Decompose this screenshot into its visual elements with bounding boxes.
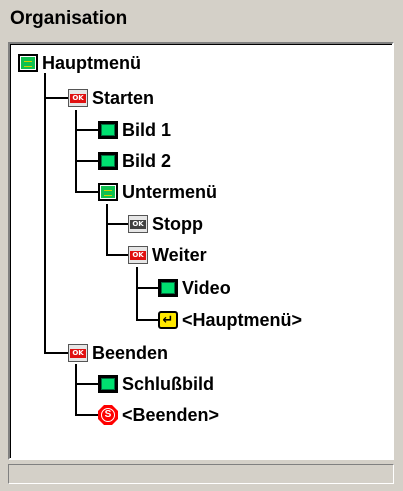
- image-icon: [98, 152, 118, 170]
- node-label: Starten: [92, 88, 155, 108]
- tree-view[interactable]: Hauptmenü OK Starten Bild 1 Bild 2 Unter…: [8, 42, 394, 460]
- node-label: <Hauptmenü>: [182, 310, 303, 330]
- tree-node-bild-2[interactable]: Bild 2: [98, 150, 171, 172]
- node-label: Weiter: [152, 245, 207, 265]
- image-icon: [98, 121, 118, 139]
- image-icon: [98, 375, 118, 393]
- node-label: Video: [182, 278, 231, 298]
- tree-node-weiter[interactable]: OK Weiter: [128, 244, 207, 266]
- image-icon: [158, 279, 178, 297]
- stop-icon: S: [98, 405, 118, 425]
- node-label: Stopp: [152, 214, 203, 234]
- tree-node-schlussbild[interactable]: Schlußbild: [98, 373, 214, 395]
- tree-node-video[interactable]: Video: [158, 277, 231, 299]
- panel-title: Organisation: [10, 8, 128, 29]
- tree-node-stopp[interactable]: OK Stopp: [128, 213, 203, 235]
- tree-node-hauptmenue[interactable]: Hauptmenü: [18, 52, 141, 74]
- status-bar: [8, 464, 394, 484]
- node-label: Schlußbild: [122, 374, 214, 394]
- node-label: Untermenü: [122, 182, 218, 202]
- ok-button-icon: OK: [68, 89, 88, 107]
- tree-node-stop-beenden[interactable]: S <Beenden>: [98, 404, 219, 426]
- node-label: Bild 1: [122, 120, 172, 140]
- ok-button-icon: OK: [128, 215, 148, 233]
- ok-button-icon: OK: [128, 246, 148, 264]
- menu-icon: [98, 183, 118, 201]
- tree-node-untermenue[interactable]: Untermenü: [98, 181, 217, 203]
- node-label: <Beenden>: [122, 405, 220, 425]
- tree-node-beenden[interactable]: OK Beenden: [68, 342, 168, 364]
- node-label: Bild 2: [122, 151, 172, 171]
- ok-button-icon: OK: [68, 344, 88, 362]
- node-label: Beenden: [92, 343, 169, 363]
- tree-node-bild-1[interactable]: Bild 1: [98, 119, 171, 141]
- menu-icon: [18, 54, 38, 72]
- tree-node-starten[interactable]: OK Starten: [68, 87, 154, 109]
- node-label: Hauptmenü: [42, 53, 141, 73]
- tree-connector-lines: [44, 73, 158, 416]
- tree-node-return-hauptmenue[interactable]: ↵ <Hauptmenü>: [158, 309, 302, 331]
- return-icon: ↵: [158, 311, 178, 329]
